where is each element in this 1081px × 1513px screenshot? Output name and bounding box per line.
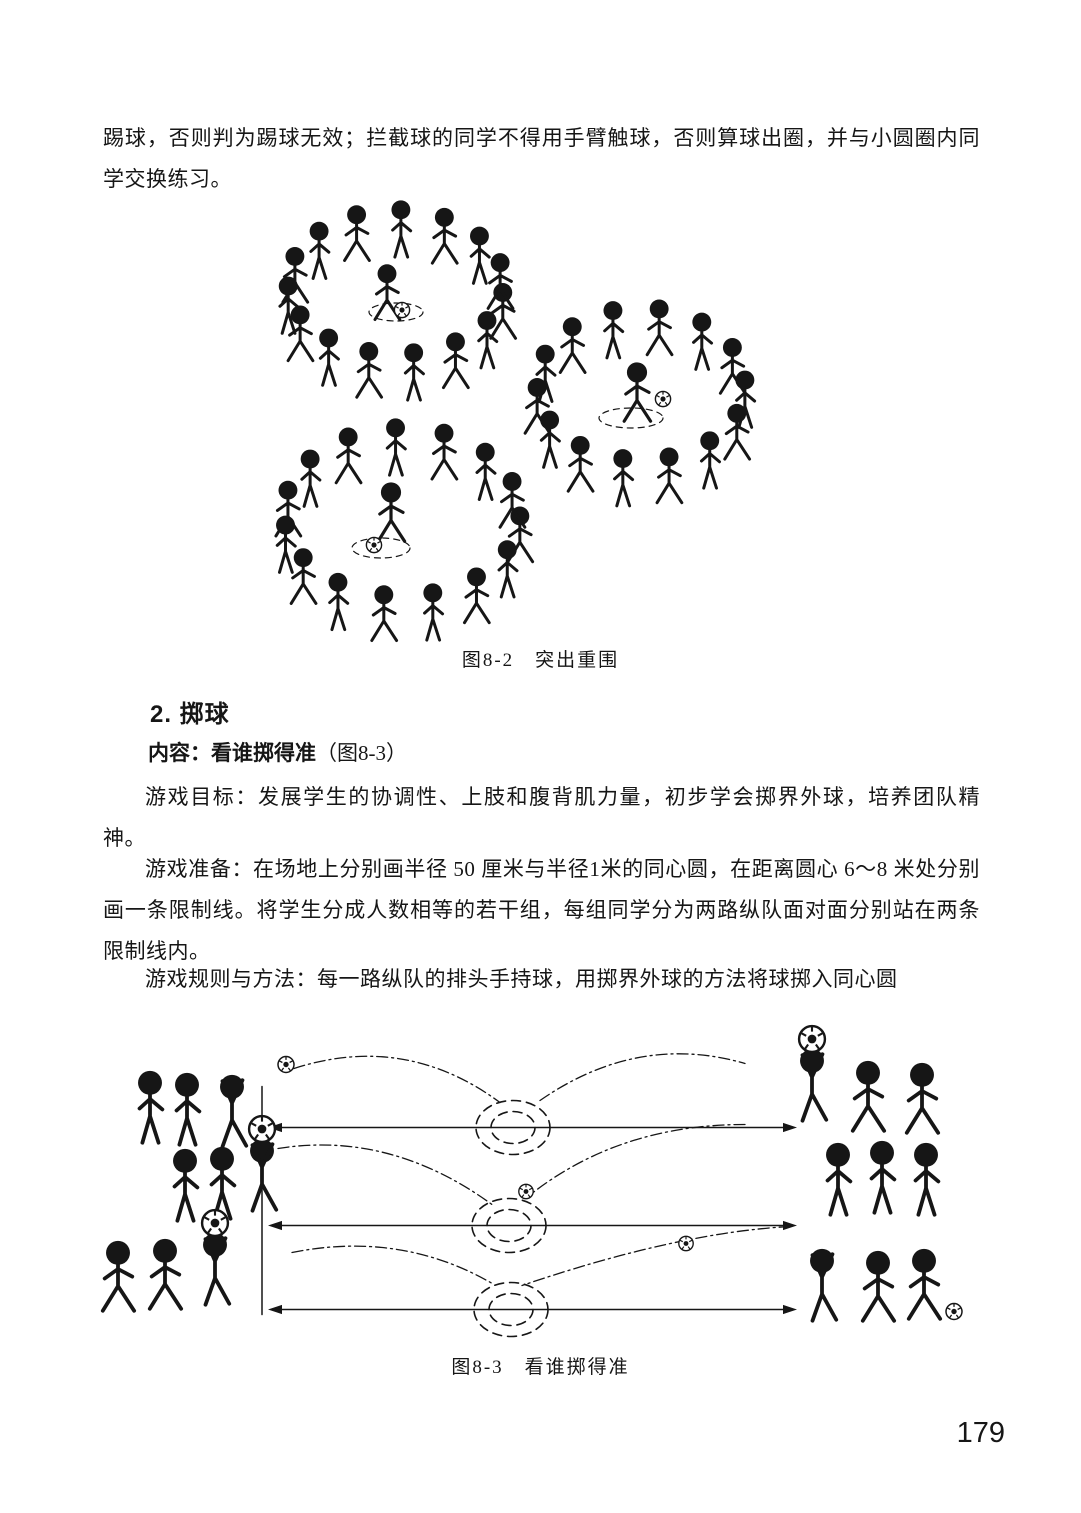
soccer-ball-icon <box>365 536 383 554</box>
page-number: 179 <box>956 1417 1005 1449</box>
section-heading: 2. 掷球 <box>150 701 230 728</box>
prep-paragraph: 游戏准备：在场地上分别画半径 50 厘米与半径1米的同心圆，在距离圆心 6～8 … <box>103 857 980 963</box>
soccer-ball-icon <box>393 301 411 319</box>
figure-8-2-illustration <box>274 198 757 642</box>
rules-paragraph: 游戏规则与方法：每一路纵队的排头手持球，用掷界外球的方法将球掷入同心圆 <box>145 967 898 991</box>
figure-8-2-caption: 图8-2 突出重围 <box>461 650 620 671</box>
ring-b-center <box>598 360 672 429</box>
figure-8-2 <box>268 198 830 642</box>
goal-paragraph: 游戏目标：发展学生的协调性、上肢和腹背肌力量，初步学会掷界外球，培养团队精神。 <box>103 785 980 850</box>
soccer-ball-icon <box>654 390 672 408</box>
intro-paragraph: 踢球，否则判为踢球无效；拦截球的同学不得用手臂触球，否则算球出圈，并与小圆圈内同… <box>103 126 980 191</box>
content-figure-ref: （图8-3） <box>316 741 407 765</box>
ring-a-center <box>368 262 424 322</box>
content-line: 内容：看谁掷得准（图8-3） <box>148 737 407 767</box>
target-circles <box>471 1099 551 1338</box>
soccer-ball-icon <box>945 1302 963 1321</box>
figure-8-3-illustration <box>100 1018 963 1338</box>
content-label: 内容：看谁掷得准 <box>148 742 316 765</box>
soccer-ball-icon <box>678 1235 694 1252</box>
figure-8-3-caption: 图8-3 看谁掷得准 <box>451 1357 630 1378</box>
children-rings <box>274 198 757 642</box>
figure-8-3 <box>90 1018 990 1344</box>
distance-arrows <box>268 1122 797 1315</box>
throw-trajectories <box>277 1053 791 1287</box>
student-columns <box>100 1026 943 1323</box>
ring-c-center <box>351 480 411 559</box>
soccer-ball-icon <box>518 1183 534 1200</box>
soccer-ball-icon <box>277 1055 295 1074</box>
